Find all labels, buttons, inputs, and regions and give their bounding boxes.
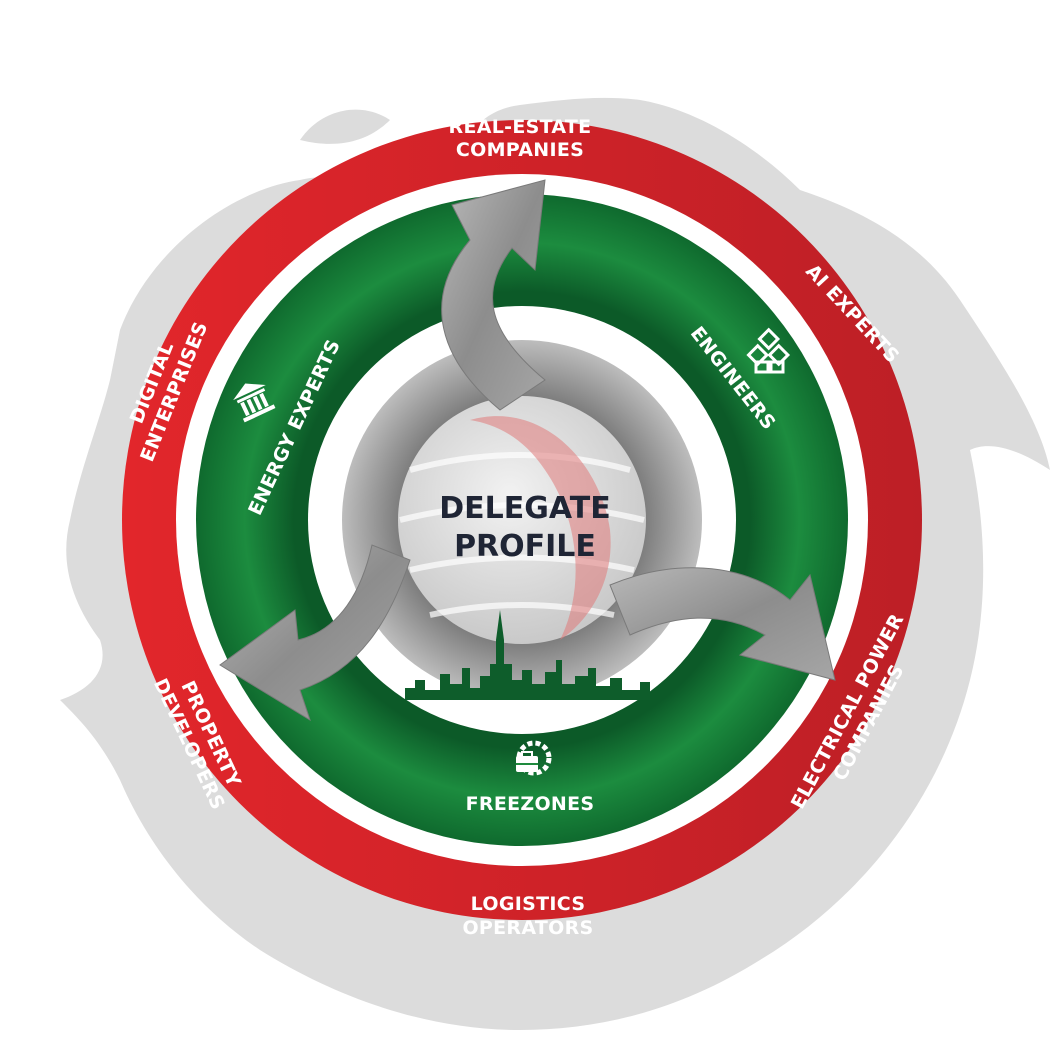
arrow-top (441, 179, 546, 411)
arrow-right (609, 567, 836, 681)
label-freezones: FREEZONES (466, 793, 595, 815)
svg-text:LOGISTICS: LOGISTICS (471, 893, 586, 915)
svg-text:COMPANIES: COMPANIES (456, 139, 584, 161)
label-logistics-operators: LOGISTICS OPERATORS (462, 893, 593, 939)
city-skyline (405, 610, 650, 700)
bank-building-icon (233, 383, 276, 423)
flow-arrows (219, 179, 836, 722)
center-title-line1: DELEGATE (439, 491, 610, 526)
cubes-icon (746, 327, 791, 374)
svg-text:OPERATORS: OPERATORS (462, 917, 593, 939)
arrow-left (219, 544, 411, 722)
center-title-line2: PROFILE (454, 529, 596, 564)
svg-text:FREEZONES: FREEZONES (466, 793, 595, 815)
briefcase-gear-icon (516, 740, 552, 776)
globe-stripes (399, 452, 645, 618)
svg-text:REAL-ESTATE: REAL-ESTATE (449, 116, 592, 138)
globe-red-swoosh (470, 416, 611, 640)
label-real-estate-companies: REAL-ESTATE COMPANIES (449, 116, 592, 161)
